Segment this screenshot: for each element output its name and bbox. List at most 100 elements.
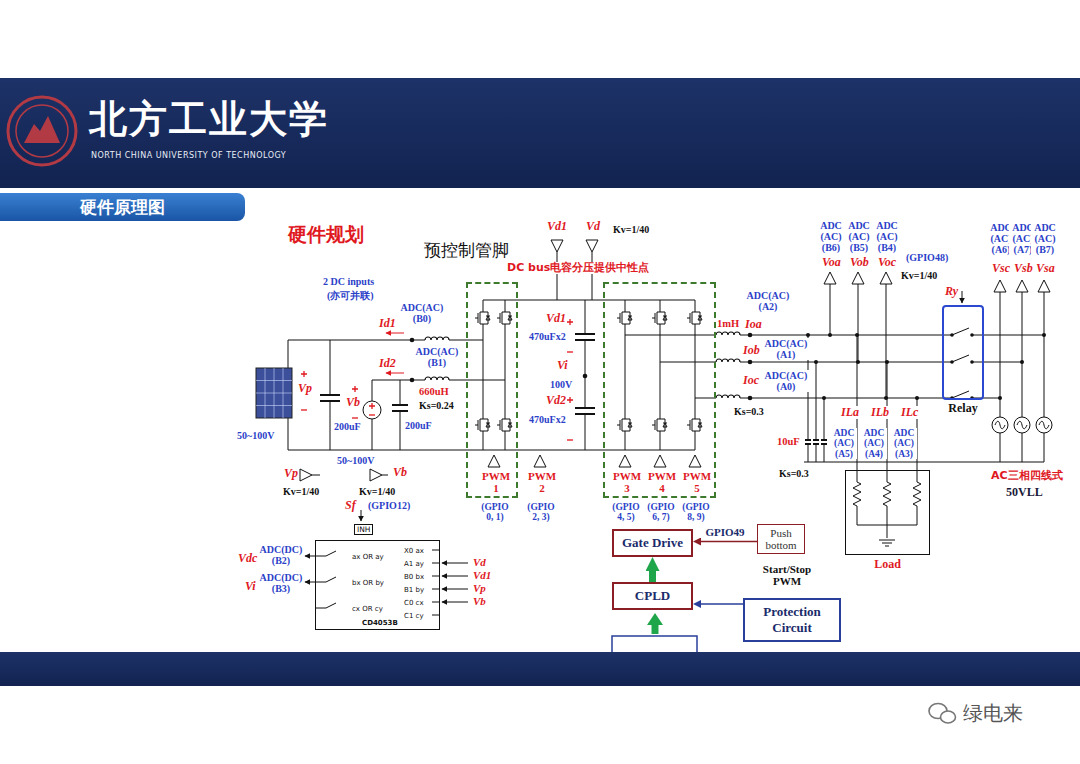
- buffer-symbol: [551, 240, 563, 252]
- inductor-symbol: [425, 377, 449, 382]
- grid-source: [992, 417, 1008, 433]
- relay-contact: [950, 328, 974, 400]
- switch-symbol: [475, 308, 703, 435]
- cut-off-box: [647, 613, 663, 625]
- signal-label: Id1: [378, 317, 397, 330]
- box-text: ax OR ay: [352, 553, 384, 561]
- signal-arrow: [305, 582, 315, 583]
- signal-label: Vob: [849, 256, 870, 269]
- pwm-switch-group: PWM 3PWM 4PWM 5: [603, 282, 716, 498]
- signal-label: 50~100V: [336, 455, 375, 466]
- button-box: Push bottom: [757, 524, 805, 554]
- signal-label: ADC (AC) (A3): [891, 428, 917, 459]
- signal-label: 2 DC inputs: [322, 276, 375, 287]
- polarity-mark: [352, 386, 358, 392]
- capacitor-symbol: [805, 440, 827, 444]
- signal-label: ADC(AC) (A1): [762, 338, 810, 360]
- polarity-mark: [301, 371, 307, 377]
- switch-symbol: [497, 308, 513, 328]
- university-name: 北方工业大学: [88, 98, 330, 140]
- signal-arrow: [442, 602, 468, 603]
- signal-label: 1mH: [716, 318, 740, 330]
- wechat-icon: [941, 711, 956, 723]
- box-text: PWM 5: [682, 470, 712, 494]
- signal-label: Vsb: [1013, 262, 1034, 275]
- relay-box: Relay: [942, 305, 984, 400]
- button-caption: Start/Stop PWM: [757, 563, 817, 587]
- annotation-note: DC bus电容分压提供中性点: [506, 262, 650, 274]
- box-text: CPLD: [622, 588, 683, 604]
- signal-label: Vdc: [237, 552, 258, 565]
- inductor-symbol: [716, 332, 740, 337]
- mux-chip: INHax OR aybx OR bycx OR cyX0 axA1 ayB0 …: [315, 540, 440, 630]
- signal-label: Vd1: [546, 220, 568, 233]
- polarity-mark: [369, 403, 375, 409]
- box-heading: Load: [874, 557, 901, 572]
- buffer-symbol: [1038, 280, 1050, 292]
- signal-label: Kv=1/40: [282, 486, 320, 497]
- switch-symbol: [475, 415, 491, 435]
- capacitor-symbol: [320, 334, 595, 414]
- box-text: INH: [354, 524, 373, 535]
- signal-label: Ks=0.3: [778, 468, 810, 479]
- junction-dot: [410, 338, 415, 343]
- connector: [701, 603, 743, 605]
- buffer-symbol: [994, 280, 1006, 292]
- signal-label: Vi: [556, 359, 569, 372]
- signal-label: Iob: [742, 344, 761, 357]
- signal-label: (GPIO48): [905, 252, 949, 263]
- section-heading: 硬件规划: [287, 224, 365, 245]
- wire: [432, 550, 440, 615]
- signal-label: Vb: [392, 466, 408, 479]
- wire: [288, 418, 695, 450]
- signal-label: ADC (AC) (A4): [861, 428, 887, 459]
- junction-dot: [806, 333, 810, 337]
- wire: [557, 252, 592, 300]
- resistor-symbol: [913, 478, 921, 510]
- connector: [649, 571, 656, 582]
- switch-symbol: [652, 415, 668, 435]
- university-logo: [8, 97, 76, 165]
- inductor-symbol: [425, 337, 449, 342]
- signal-arrow: [305, 291, 962, 602]
- signal-label: ADC (AC) (B7): [1031, 222, 1059, 255]
- relay-contact: [950, 355, 974, 364]
- junction-dot: [885, 360, 889, 364]
- junction-dot: [748, 333, 753, 338]
- solar-panel: [256, 368, 292, 418]
- pwm-label: PWM 2: [526, 470, 558, 494]
- signal-arrow: [442, 576, 468, 577]
- buffer-symbol: [1016, 280, 1028, 292]
- signal-label: ADC(AC) (A2): [744, 290, 792, 312]
- signal-arrow: [386, 333, 404, 334]
- relay-contact: [950, 328, 974, 337]
- polarity-mark: [567, 440, 573, 441]
- signal-arrow: [962, 291, 963, 303]
- box-text: Gate Drive: [622, 535, 683, 551]
- signal-arrow: [442, 563, 468, 564]
- process-box: Protection Circuit: [743, 598, 841, 642]
- junction-dot: [884, 396, 888, 400]
- switch-symbol: [617, 308, 633, 328]
- grid-source: [1014, 417, 1030, 433]
- cut-off-box: [652, 624, 659, 634]
- switch-symbol: [617, 415, 633, 435]
- junction-dot: [748, 360, 753, 365]
- switch-symbol: [687, 415, 703, 435]
- signal-label: Vd1: [472, 569, 492, 581]
- wire: [625, 335, 716, 398]
- signal-label: Vd2: [545, 394, 567, 407]
- junction-dot: [915, 396, 919, 400]
- junction-dot: [855, 333, 859, 337]
- junction-dot: [828, 333, 832, 337]
- signal-label: Kv=1/40: [612, 224, 650, 235]
- load-box: Load: [845, 470, 930, 555]
- buffer-symbol: [689, 455, 701, 467]
- signal-label: (GPIO12): [367, 500, 411, 511]
- annotation-heading: 预控制管脚: [423, 241, 510, 261]
- university-logo: [24, 116, 60, 143]
- box-text: X0 ax: [404, 547, 424, 555]
- signal-label: Vb: [345, 396, 361, 409]
- signal-label: Id2: [378, 357, 397, 370]
